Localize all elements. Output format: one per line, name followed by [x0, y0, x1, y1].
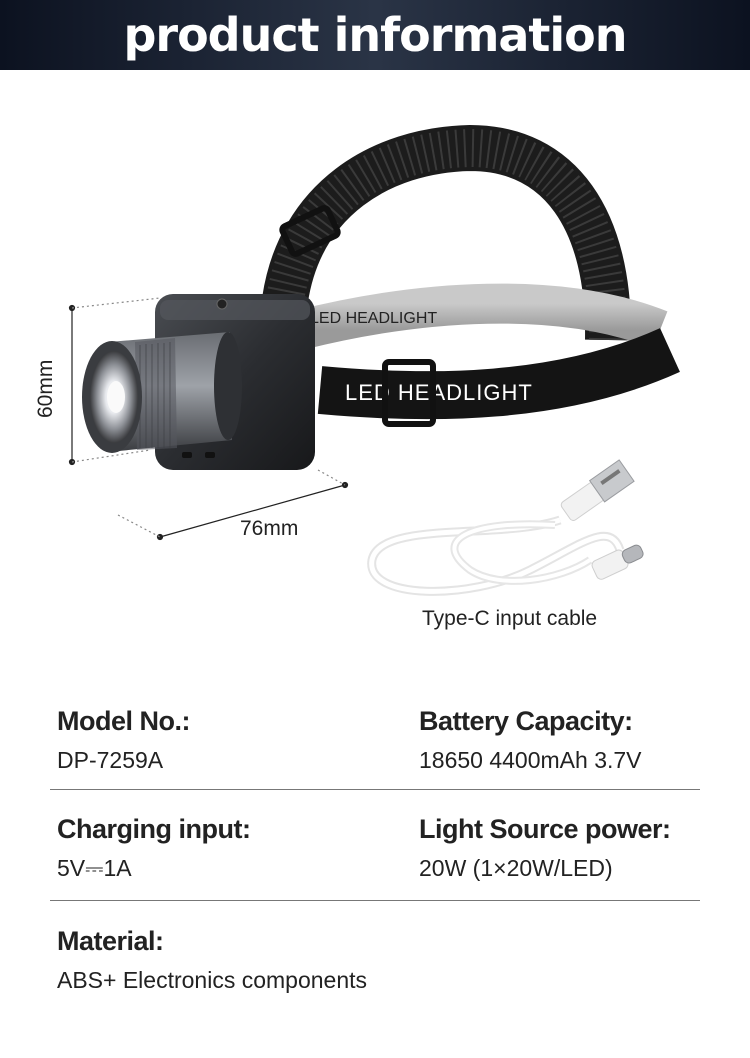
- spec-material: Material: ABS+ Electronics components: [57, 926, 367, 994]
- spec-divider: [50, 900, 700, 901]
- spec-divider: [50, 789, 700, 790]
- page-title: product information: [123, 8, 627, 62]
- height-dimension-label: 60mm: [34, 359, 57, 418]
- zoom-barrel: [108, 332, 242, 452]
- spec-charging: Charging input: 5V⎓1A: [57, 814, 251, 882]
- spec-material-value: ABS+ Electronics components: [57, 967, 368, 993]
- headband-inner: [295, 283, 668, 350]
- strap-buckle: [382, 359, 436, 427]
- page-header: product information: [0, 0, 750, 70]
- spec-battery-label: Battery Capacity:: [419, 706, 633, 736]
- headband-top-strap: [262, 124, 632, 341]
- svg-text:LED HEADLIGHT: LED HEADLIGHT: [345, 380, 533, 405]
- top-strap-buckle: [279, 205, 341, 257]
- spec-material-label: Material:: [57, 926, 164, 956]
- type-c-cable: [367, 459, 644, 596]
- spec-light-value: 20W (1×20W/LED): [419, 855, 613, 881]
- spec-battery: Battery Capacity: 18650 4400mAh 3.7V: [419, 706, 642, 774]
- spec-light: Light Source power: 20W (1×20W/LED): [419, 814, 671, 882]
- spec-light-label: Light Source power:: [419, 814, 671, 844]
- strap-print-back: LED HEADLIGHT: [310, 310, 437, 327]
- spec-model-label: Model No.:: [57, 706, 190, 736]
- cable-caption: Type-C input cable: [422, 607, 598, 630]
- spec-battery-value: 18650 4400mAh 3.7V: [419, 747, 642, 773]
- spec-charging-label: Charging input:: [57, 814, 251, 844]
- dimension-lines: [68, 297, 349, 541]
- width-dimension-label: 76mm: [240, 517, 299, 540]
- spec-charging-value: 5V⎓1A: [57, 855, 132, 881]
- spec-model-value: DP-7259A: [57, 747, 164, 773]
- spec-model: Model No.: DP-7259A: [57, 706, 190, 774]
- headlamp-lens: [82, 341, 142, 453]
- product-illustration: LED HEADLIGHT LED HEADLIGHT: [0, 70, 750, 670]
- headband-front-strap: LED HEADLIGHT: [317, 328, 680, 420]
